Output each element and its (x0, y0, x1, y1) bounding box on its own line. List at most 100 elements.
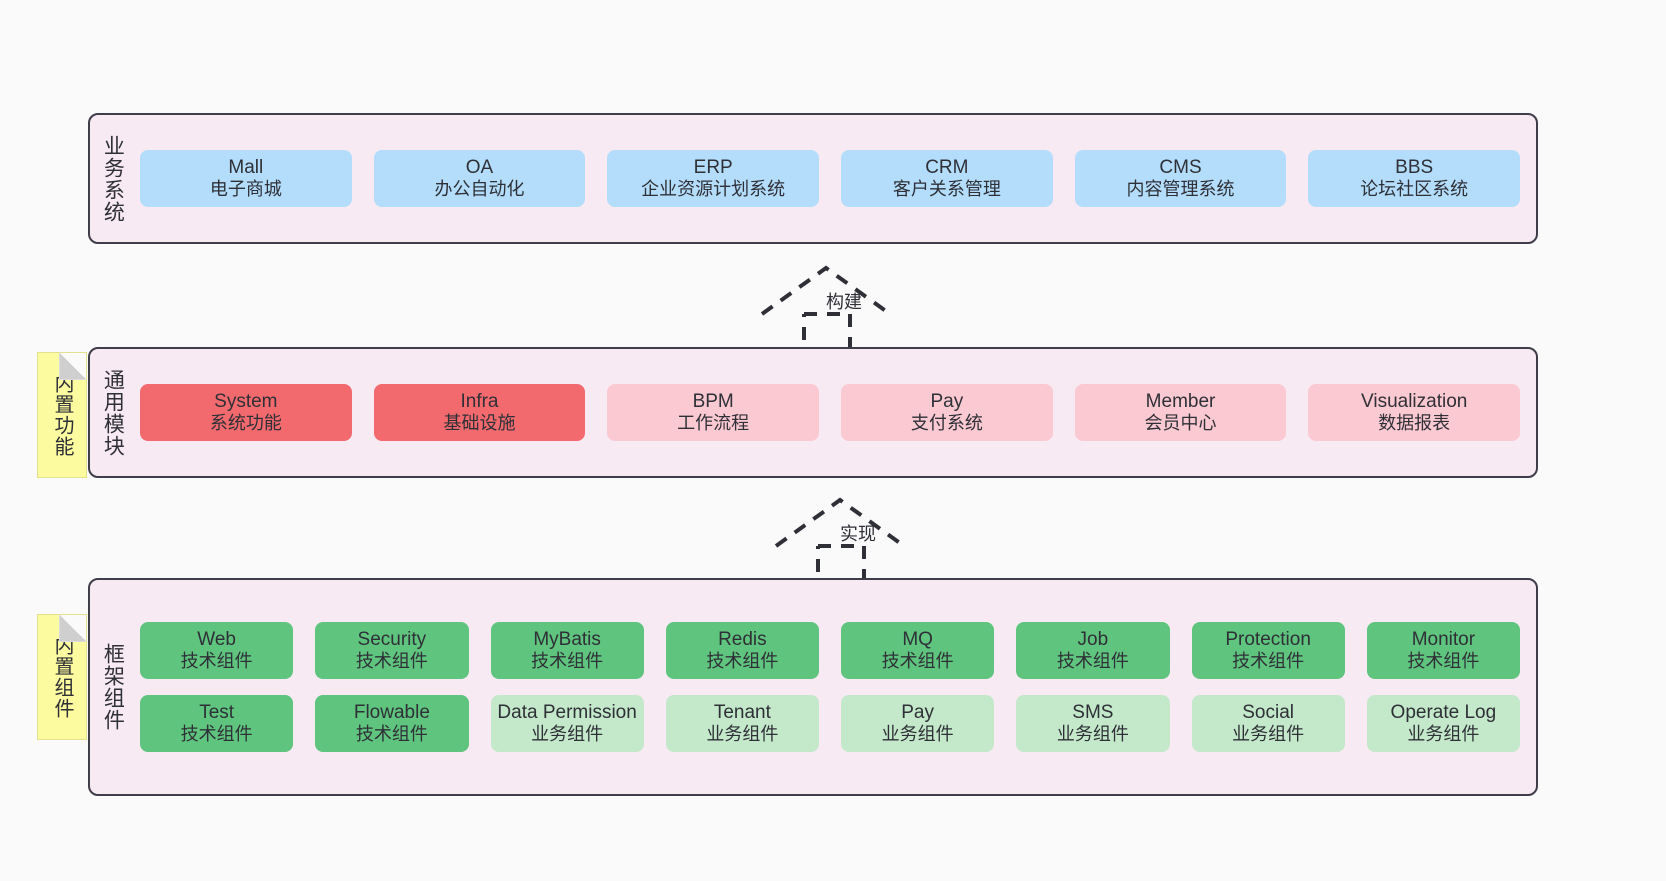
connector-build: 构建 (758, 262, 928, 352)
layer-body-business-systems: Mall 电子商城 OA 办公自动化 ERP 企业资源计划系统 CRM 客户关系… (134, 115, 1536, 242)
connector-build-label: 构建 (826, 292, 862, 312)
node-title: BBS (1395, 156, 1434, 178)
node-title: Web (197, 628, 236, 650)
node-bbs[interactable]: BBS 论坛社区系统 (1308, 149, 1521, 208)
node-title: CRM (925, 156, 969, 178)
node-data-permission[interactable]: Data Permission 业务组件 (490, 695, 644, 753)
node-subtitle: 内容管理系统 (1126, 179, 1235, 200)
node-web[interactable]: Web 技术组件 (140, 621, 294, 679)
node-social[interactable]: Social 业务组件 (1191, 695, 1345, 753)
node-bpm[interactable]: BPM 工作流程 (607, 383, 820, 442)
node-title: Member (1145, 390, 1216, 412)
node-title: Test (199, 702, 235, 723)
layer-label-framework-components: 框架组件 (101, 643, 125, 731)
node-title: Flowable (353, 702, 430, 723)
node-subtitle: 业务组件 (706, 724, 779, 745)
note-label: 内置功能 (51, 373, 73, 457)
note-builtin-components: 内置组件 (37, 614, 87, 740)
node-mall[interactable]: Mall 电子商城 (140, 149, 352, 208)
node-subtitle: 客户关系管理 (892, 179, 1001, 200)
node-subtitle: 技术组件 (355, 724, 428, 745)
node-subtitle: 技术组件 (355, 651, 428, 672)
node-protection[interactable]: Protection 技术组件 (1191, 621, 1345, 679)
node-subtitle: 电子商城 (209, 179, 282, 200)
node-subtitle: 技术组件 (180, 651, 253, 672)
node-subtitle: 技术组件 (531, 651, 604, 672)
node-title: Monitor (1411, 628, 1476, 650)
node-pay-component[interactable]: Pay 业务组件 (841, 695, 995, 753)
node-title: Redis (718, 628, 767, 650)
node-subtitle: 业务组件 (1056, 724, 1129, 745)
node-title: Mall (228, 156, 264, 178)
node-subtitle: 业务组件 (1407, 724, 1480, 745)
node-title: ERP (693, 156, 733, 178)
node-subtitle: 技术组件 (706, 651, 779, 672)
node-title: Security (357, 628, 427, 650)
node-subtitle: 技术组件 (1232, 651, 1305, 672)
node-row: System 系统功能 Infra 基础设施 BPM 工作流程 Pay 支付系统… (140, 383, 1521, 442)
node-subtitle: 技术组件 (180, 724, 253, 745)
node-flowable[interactable]: Flowable 技术组件 (315, 695, 469, 753)
node-row: Mall 电子商城 OA 办公自动化 ERP 企业资源计划系统 CRM 客户关系… (140, 149, 1521, 208)
node-subtitle: 会员中心 (1144, 413, 1217, 434)
node-sms[interactable]: SMS 业务组件 (1016, 695, 1170, 753)
node-title: Pay (901, 702, 934, 723)
node-subtitle: 技术组件 (1056, 651, 1129, 672)
node-subtitle: 数据报表 (1378, 413, 1451, 434)
node-tenant[interactable]: Tenant 业务组件 (665, 695, 819, 753)
connector-implement-label: 实现 (840, 524, 876, 544)
note-builtin-features: 内置功能 (37, 352, 87, 478)
node-row: Web 技术组件 Security 技术组件 MyBatis 技术组件 Redi… (140, 621, 1520, 679)
node-title: SMS (1072, 702, 1114, 723)
node-title: Pay (930, 390, 964, 412)
node-subtitle: 业务组件 (881, 724, 954, 745)
node-title: BPM (692, 390, 734, 412)
node-operate-log[interactable]: Operate Log 业务组件 (1366, 695, 1520, 753)
node-subtitle: 业务组件 (1232, 724, 1305, 745)
node-test[interactable]: Test 技术组件 (140, 695, 294, 753)
node-infra[interactable]: Infra 基础设施 (373, 383, 586, 442)
node-subtitle: 技术组件 (881, 651, 954, 672)
node-title: Data Permission (497, 702, 637, 723)
node-title: Job (1077, 628, 1109, 650)
node-mybatis[interactable]: MyBatis 技术组件 (490, 621, 644, 679)
node-title: OA (465, 156, 494, 178)
layer-business-systems: 业务系统 Mall 电子商城 OA 办公自动化 ERP 企业资源计划系统 CRM… (88, 113, 1538, 244)
node-subtitle: 支付系统 (910, 413, 983, 434)
layer-common-modules: 通用模块 System 系统功能 Infra 基础设施 BPM 工作流程 Pay… (88, 347, 1538, 478)
node-crm[interactable]: CRM 客户关系管理 (841, 149, 1053, 208)
node-title: Operate Log (1390, 702, 1497, 723)
node-member[interactable]: Member 会员中心 (1074, 383, 1287, 442)
node-title: Visualization (1361, 390, 1468, 412)
node-title: Infra (460, 390, 499, 412)
node-title: Tenant (713, 702, 771, 723)
node-redis[interactable]: Redis 技术组件 (665, 621, 819, 679)
node-subtitle: 基础设施 (443, 413, 516, 434)
layer-label-common-modules: 通用模块 (101, 368, 125, 457)
node-oa[interactable]: OA 办公自动化 (373, 149, 586, 208)
node-subtitle: 技术组件 (1407, 651, 1480, 672)
node-title: MQ (902, 628, 933, 650)
note-label: 内置组件 (51, 635, 73, 719)
node-subtitle: 系统功能 (209, 413, 282, 434)
connector-implement: 实现 (772, 494, 942, 584)
node-row: Test 技术组件 Flowable 技术组件 Data Permission … (140, 695, 1520, 753)
node-subtitle: 业务组件 (531, 724, 604, 745)
node-system[interactable]: System 系统功能 (140, 383, 352, 442)
node-cms[interactable]: CMS 内容管理系统 (1074, 149, 1287, 208)
node-monitor[interactable]: Monitor 技术组件 (1366, 621, 1520, 679)
node-subtitle: 企业资源计划系统 (641, 179, 786, 200)
node-erp[interactable]: ERP 企业资源计划系统 (607, 149, 820, 208)
node-mq[interactable]: MQ 技术组件 (841, 621, 995, 679)
node-title: MyBatis (533, 628, 601, 650)
layer-label-business-systems: 业务系统 (101, 134, 125, 223)
node-pay-module[interactable]: Pay 支付系统 (841, 383, 1053, 442)
node-security[interactable]: Security 技术组件 (315, 621, 469, 679)
node-job[interactable]: Job 技术组件 (1016, 621, 1170, 679)
node-title: System (214, 390, 278, 412)
node-subtitle: 办公自动化 (434, 179, 525, 200)
layer-body-framework-components: Web 技术组件 Security 技术组件 MyBatis 技术组件 Redi… (134, 580, 1536, 794)
node-visualization[interactable]: Visualization 数据报表 (1308, 383, 1521, 442)
node-title: Protection (1225, 628, 1311, 650)
